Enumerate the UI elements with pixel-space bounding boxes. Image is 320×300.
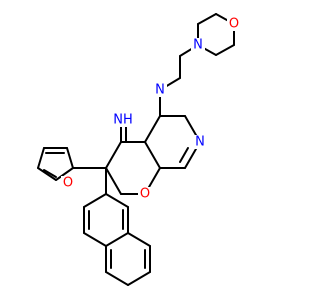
label-background: [138, 187, 152, 201]
molecule-structure: O NH N N O N O: [37, 13, 241, 286]
label-background: [153, 83, 167, 97]
atom-label-morpholine-oxygen: O: [229, 17, 239, 32]
bond: [37, 167, 57, 181]
molecule-canvas: O NH N N O N O: [37, 13, 241, 286]
bond: [105, 232, 129, 247]
label-background: [227, 17, 241, 31]
bond: [197, 13, 217, 25]
bond-layer: [37, 13, 235, 286]
bond: [105, 167, 122, 195]
bond: [127, 271, 151, 286]
label-background: [61, 176, 75, 190]
bond: [37, 147, 45, 169]
bond: [105, 141, 122, 169]
bond: [144, 115, 161, 143]
label-background: [193, 135, 207, 149]
bond: [43, 169, 57, 178]
bond: [83, 193, 107, 208]
label-background: [191, 38, 205, 52]
atom-label-furan-oxygen: O: [63, 176, 73, 191]
atom-label-morpholine-nitrogen: N: [193, 38, 203, 53]
bond: [127, 232, 151, 247]
atom-label-ring-nitrogen-right: N: [195, 135, 205, 150]
bond: [83, 232, 107, 247]
atom-label-ring-nitrogen-top: N: [155, 83, 165, 98]
bond: [179, 147, 189, 163]
bond: [66, 147, 74, 169]
bond: [55, 167, 74, 181]
atom-label-pyran-oxygen: O: [140, 187, 150, 202]
bond: [105, 271, 129, 286]
bond: [144, 141, 161, 169]
atom-label-imine-nh: NH: [113, 113, 133, 128]
atom-label-layer: O NH N N O N O: [61, 17, 241, 202]
label-background: [111, 113, 135, 127]
bond: [105, 193, 129, 208]
bond: [215, 44, 235, 56]
